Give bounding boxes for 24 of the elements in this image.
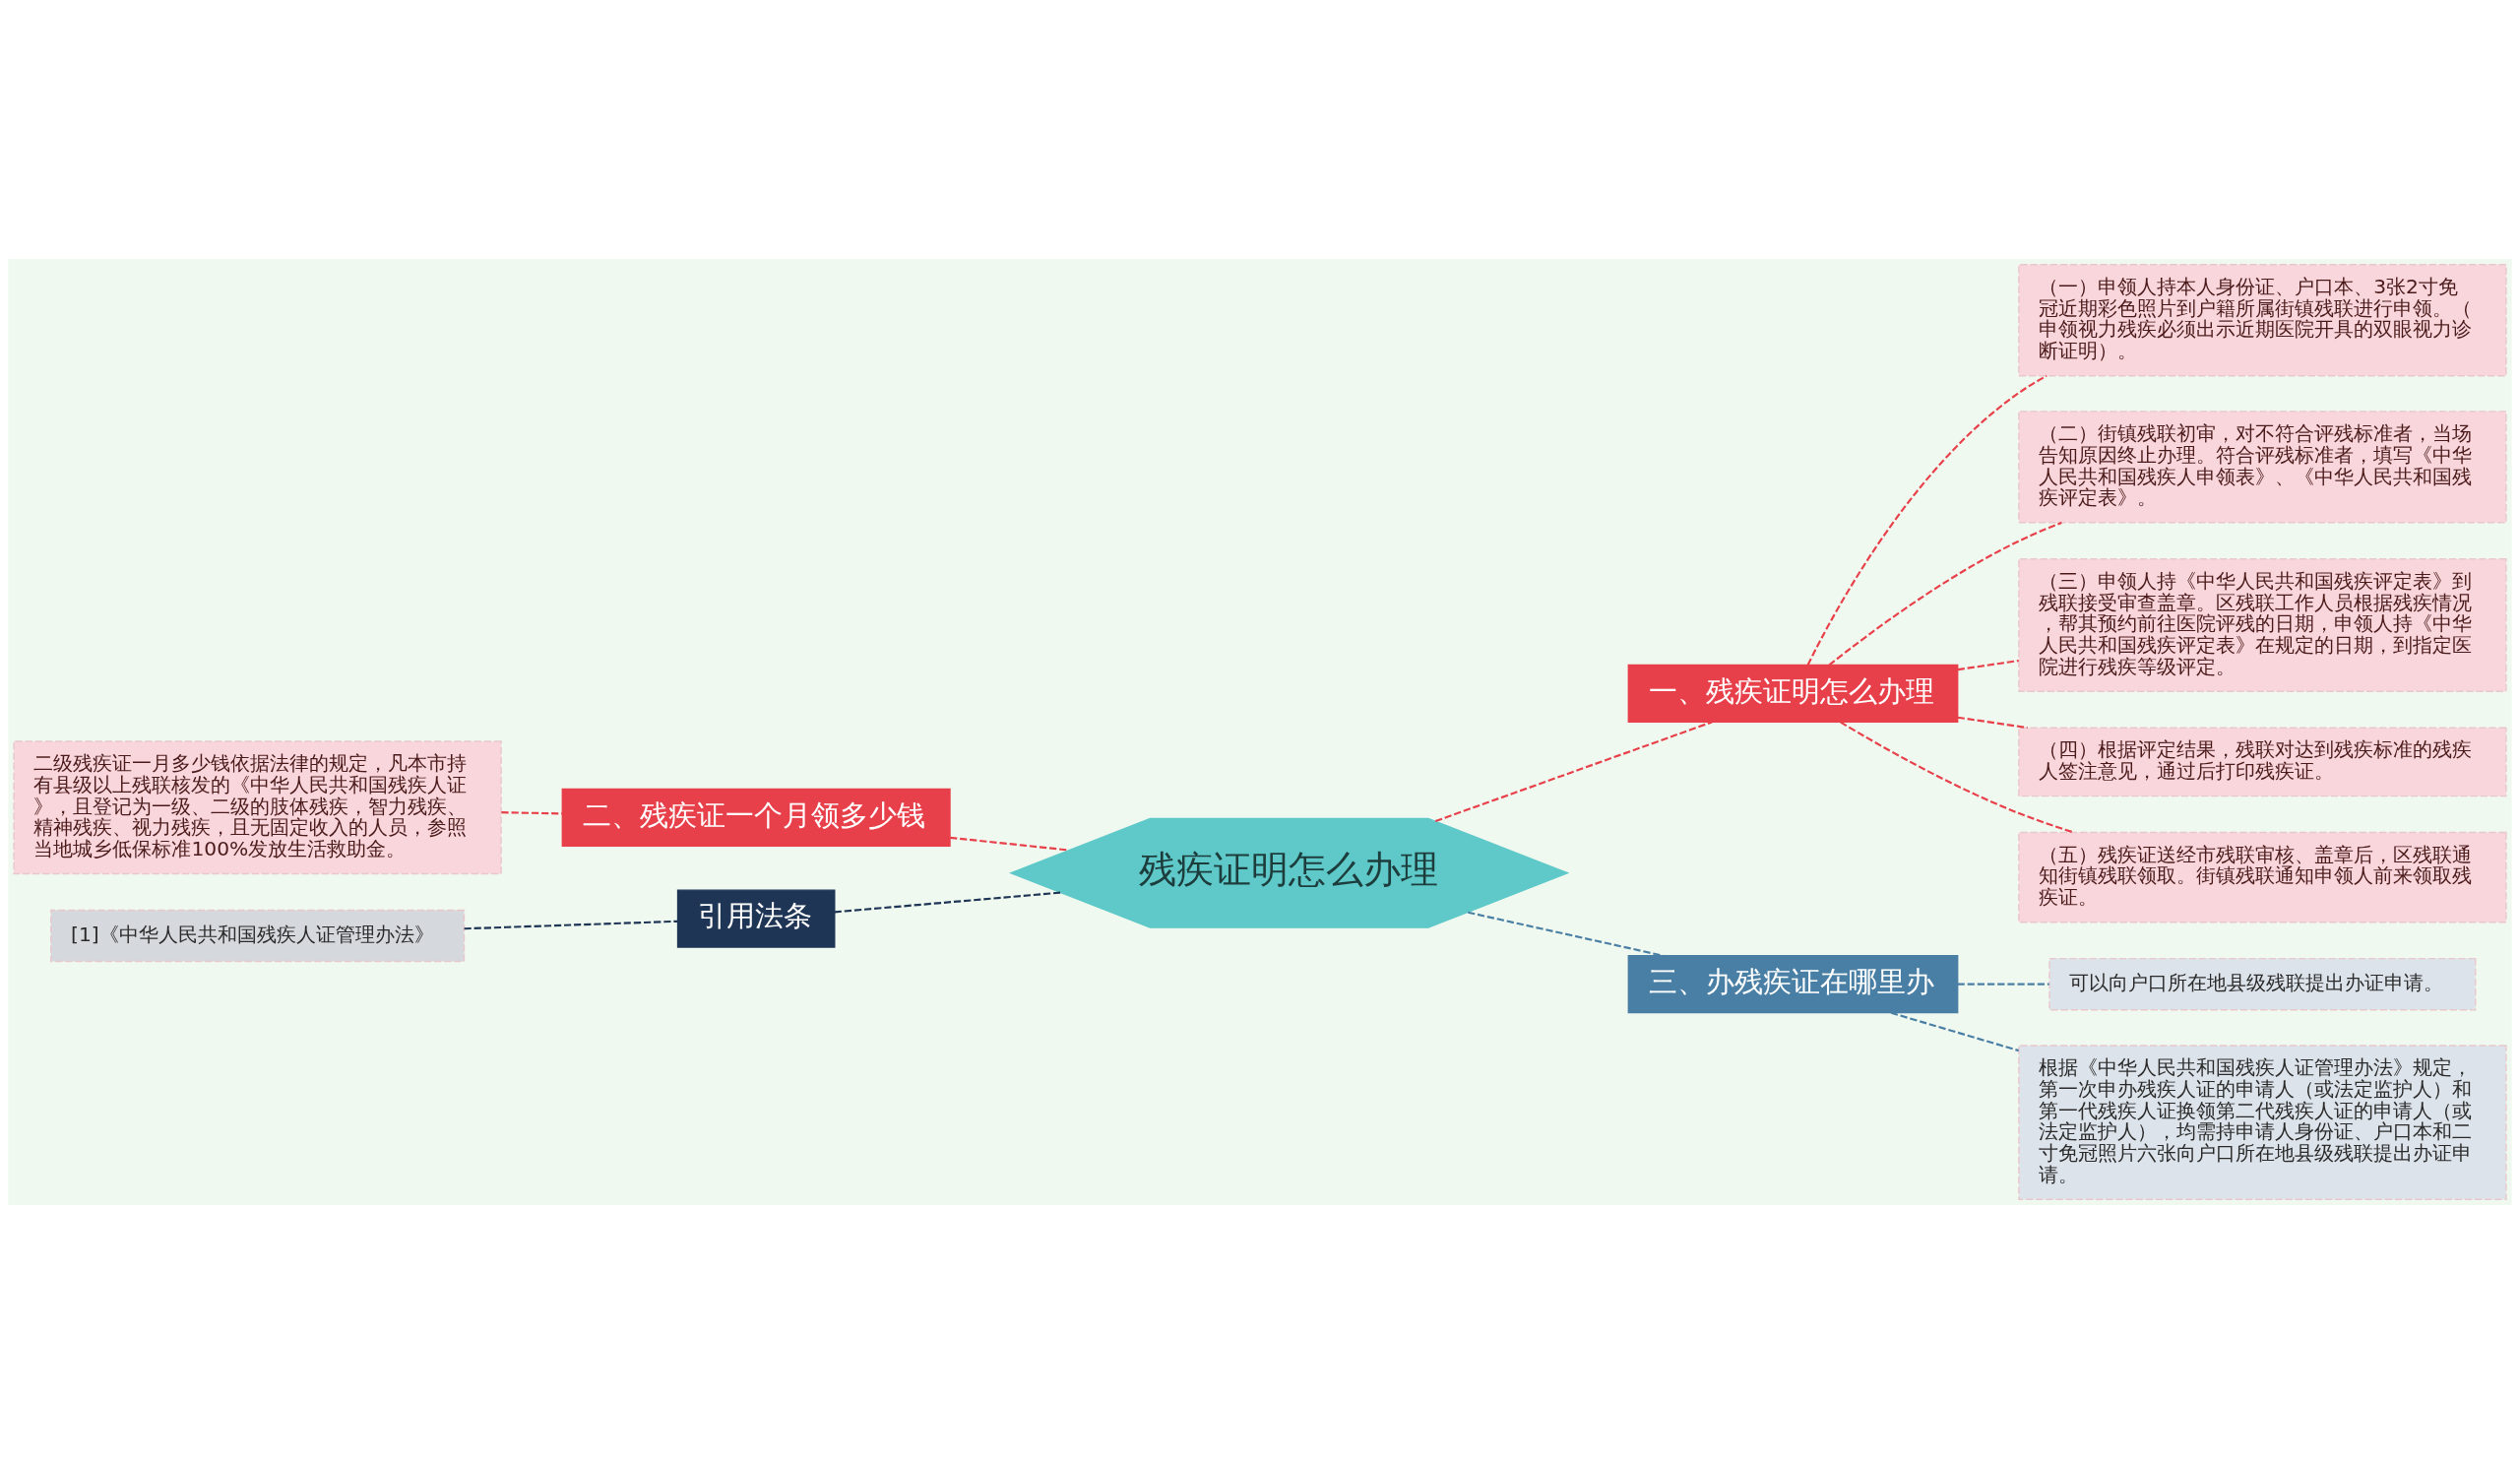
node-box: （三）申领人持《中华人民共和国残疾评定表》到残联接受审查盖章。区残联工作人员根据残疾情况，帮其预约前往医院评残的日期，申领人持《中华人民共和国残疾评定表》在规定的日期，到指定医院进行残疾等级评定。 — [2018, 557, 2507, 692]
node-box: （二）街镇残联初审，对不符合评残标准者，当场告知原因终止办理。符合评残标准者，填写《中华人民共和国残疾人申领表》、《中华人民共和国残疾评定表》。 — [2018, 411, 2507, 524]
node-box: 引用法条 — [676, 889, 836, 948]
connector — [501, 811, 563, 815]
connector — [1828, 521, 2062, 667]
node-box: 三、办残疾证在哪里办 — [1627, 955, 1959, 1014]
connector — [1806, 374, 2048, 666]
connector — [1957, 716, 2028, 730]
node-box: （四）根据评定结果，残联对达到残疾标准的残疾人签注意见，通过后打印残疾证。 — [2018, 727, 2507, 797]
connector — [1957, 659, 2019, 671]
node-box: （一）申领人持本人身份证、户口本、3张2寸免冠近期彩色照片到户籍所属街镇残联进行申领。（申领视力残疾必须出示近期医院开具的双眼视力诊断证明）。 — [2018, 264, 2507, 377]
node-box: （五）残疾证送经市残联审核、盖章后，区残联通知街镇残联领取。街镇残联通知申领人前来领取残疾证。 — [2018, 831, 2507, 923]
node-box: 一、残疾证明怎么办理 — [1627, 664, 1959, 724]
node-box: 根据《中华人民共和国残疾人证管理办法》规定，第一次申办残疾人证的申请人（或法定监护人）和第一代残疾人证换领第二代残疾人证的申请人（或法定监护人），均需持申请人身份证、户口本和二寸免冠照片六张向户口所在地县级残联提出办证申请。 — [2018, 1045, 2507, 1200]
connector — [464, 920, 678, 930]
connector — [1840, 721, 2075, 834]
node-box: 可以向户口所在地县级残联提出办证申请。 — [2048, 957, 2477, 1011]
connector — [1434, 721, 1713, 823]
connector — [1957, 983, 2049, 986]
connector — [1890, 1011, 2019, 1052]
node-box: 二、残疾证一个月领多少钱 — [561, 788, 951, 847]
node-box: [1]《中华人民共和国残疾人证管理办法》 — [50, 909, 466, 963]
node-box: 二级残疾证一月多少钱依据法律的规定，凡本市持有县级以上残联核发的《中华人民共和国残疾人证》，且登记为一级、二级的肢体残疾，智力残疾、精神残疾、视力残疾，且无固定收入的人员，参照当地城乡低保标准100%发放生活救助金。 — [13, 740, 502, 875]
connector — [834, 891, 1061, 914]
